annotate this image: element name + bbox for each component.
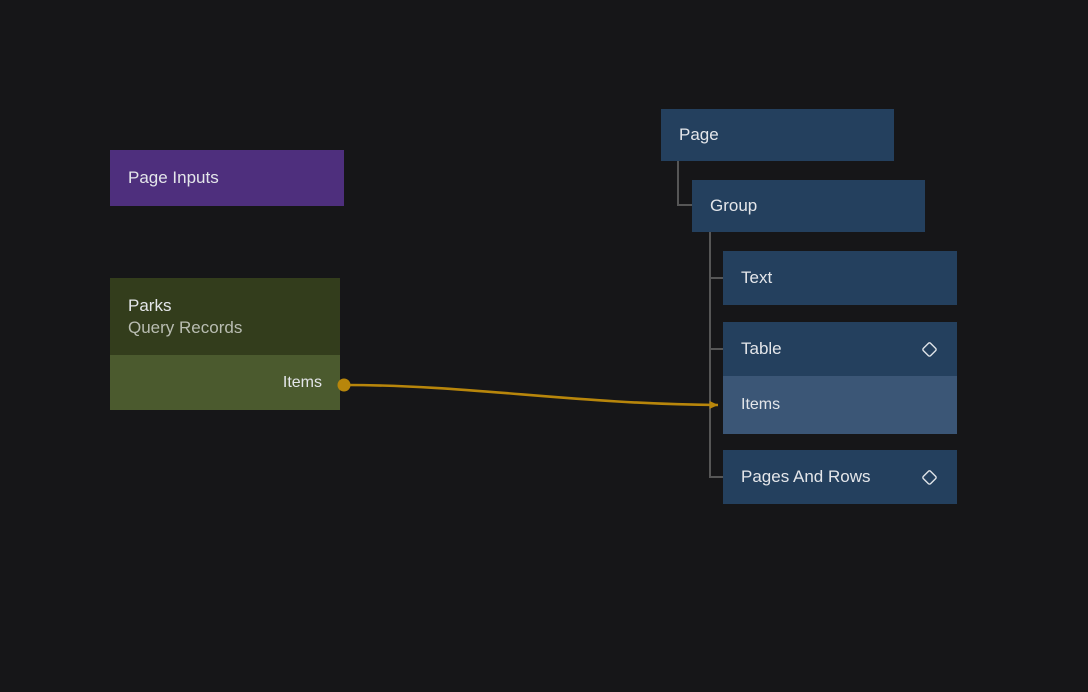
diamond-icon [920,340,939,359]
tree-line-group-trunk [709,232,711,478]
diamond-icon [920,468,939,487]
parks-header: Parks Query Records [110,278,340,355]
group-node-title: Group [710,196,758,216]
tree-line-tick-text [709,277,723,279]
node-group[interactable]: Group [692,180,925,232]
tree-line-tick-table [709,348,723,350]
text-node-header: Text [723,251,957,305]
tree-line-page-to-group [677,161,679,206]
table-items-port-row[interactable]: Items [723,376,957,434]
node-table[interactable]: Table Items [723,322,957,434]
node-page-inputs[interactable]: Page Inputs [110,150,344,206]
table-node-header: Table [723,322,957,376]
pages-and-rows-title: Pages And Rows [741,467,871,487]
node-page[interactable]: Page [661,109,894,161]
group-node-header: Group [692,180,925,232]
parks-title: Parks [128,296,172,316]
parks-output-row[interactable]: Items [110,355,340,410]
tree-line-tick-pages [709,476,723,478]
node-pages-and-rows[interactable]: Pages And Rows [723,450,957,504]
tree-line-group-elbow [677,204,692,206]
table-items-port-label: Items [741,396,781,413]
pages-and-rows-header: Pages And Rows [723,450,957,504]
node-text[interactable]: Text [723,251,957,305]
node-parks[interactable]: Parks Query Records Items [110,278,340,410]
page-inputs-title: Page Inputs [128,168,219,188]
parks-subtitle: Query Records [128,317,243,337]
parks-items-port-label: Items [282,373,322,391]
page-inputs-header: Page Inputs [110,150,344,206]
page-node-header: Page [661,109,894,161]
table-node-title: Table [741,339,782,359]
text-node-title: Text [741,268,773,288]
edge-parks-items-to-table-items [345,383,719,409]
page-node-title: Page [679,125,719,145]
